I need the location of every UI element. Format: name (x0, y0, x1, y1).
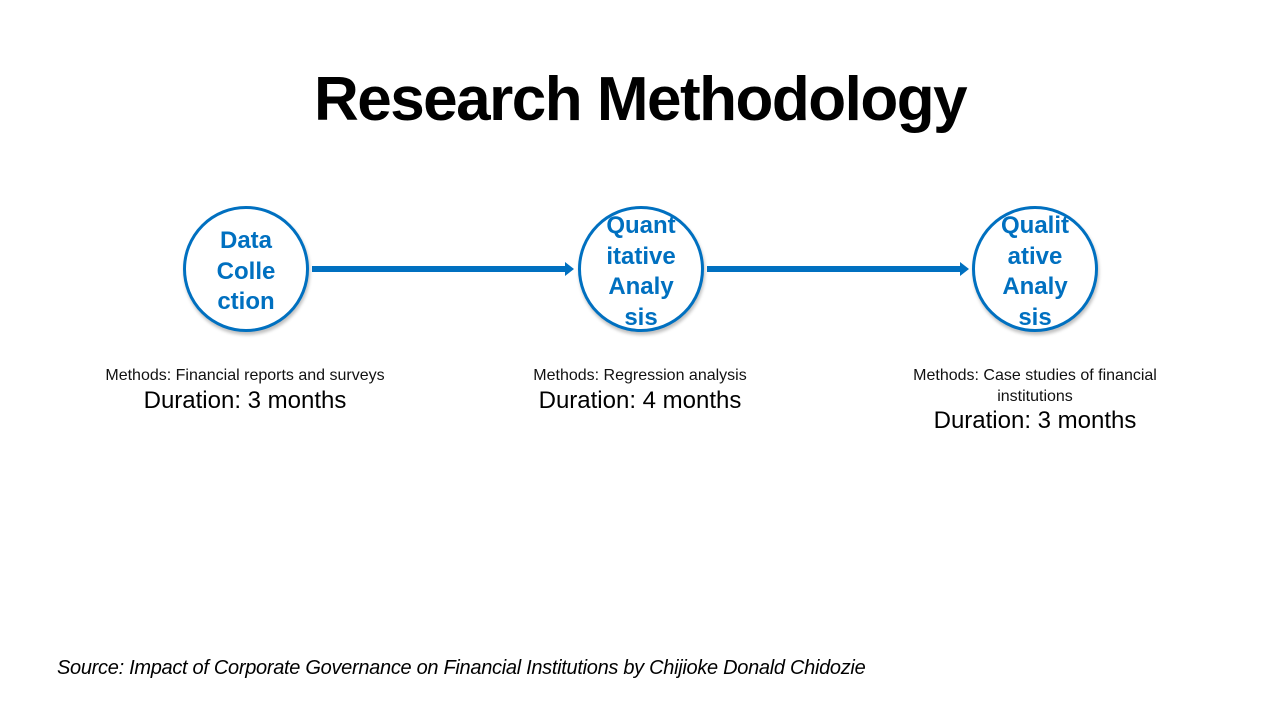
arrow-quantitative-to-qualitative (707, 262, 969, 276)
step-details-data-collection: Methods: Financial reports and surveys D… (60, 366, 430, 415)
step-details-quantitative-analysis: Methods: Regression analysis Duration: 4… (455, 366, 825, 415)
step-duration: Duration: 4 months (538, 386, 742, 414)
source-citation: Source: Impact of Corporate Governance o… (57, 657, 866, 679)
step-duration: Duration: 3 months (143, 386, 347, 414)
step-duration: Duration: 3 months (933, 407, 1137, 434)
step-methods: Methods: Financial reports and surveys (105, 367, 385, 384)
arrow-data-collection-to-quantitative (312, 262, 574, 276)
step-details-qualitative-analysis: Methods: Case studies of financial insti… (880, 366, 1190, 435)
slide-title: Research Methodology (313, 65, 968, 134)
step-methods: Methods: Regression analysis (533, 367, 747, 384)
step-methods: Methods: Case studies of financial insti… (913, 367, 1157, 405)
